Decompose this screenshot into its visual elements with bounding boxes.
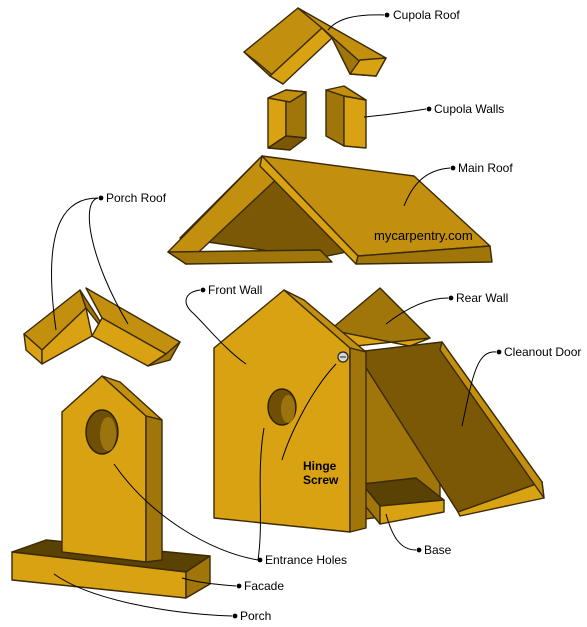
label-main-roof: Main Roof bbox=[458, 161, 513, 175]
hinge-screw-icon bbox=[337, 351, 349, 363]
label-cupola-roof: Cupola Roof bbox=[393, 8, 460, 22]
leader-lines bbox=[51, 14, 497, 617]
label-hinge-screw-line1: Hinge bbox=[303, 459, 337, 473]
front-wall bbox=[213, 289, 367, 533]
front-entrance-hole bbox=[267, 388, 297, 426]
labels: Cupola Roof Cupola Walls Main Roof Porch… bbox=[106, 8, 581, 623]
main-roof bbox=[167, 155, 493, 265]
label-front-wall: Front Wall bbox=[208, 283, 262, 297]
label-hinge-screw-line2: Screw bbox=[303, 473, 339, 487]
label-cupola-walls: Cupola Walls bbox=[434, 102, 504, 116]
watermark-text: mycarpentry.com bbox=[374, 228, 473, 243]
cupola-roof bbox=[243, 7, 387, 85]
label-facade: Facade bbox=[244, 579, 284, 593]
label-base: Base bbox=[424, 543, 452, 557]
base bbox=[361, 477, 445, 525]
leader-dots bbox=[98, 12, 502, 619]
label-porch: Porch bbox=[240, 609, 271, 622]
cleanout-door bbox=[355, 341, 545, 521]
cupola-walls bbox=[267, 85, 367, 151]
label-rear-wall: Rear Wall bbox=[456, 291, 508, 305]
label-entrance-holes: Entrance Holes bbox=[265, 553, 347, 567]
facade-entrance-hole bbox=[85, 409, 119, 455]
porch-roof bbox=[23, 287, 181, 367]
label-cleanout-door: Cleanout Door bbox=[504, 345, 581, 359]
label-porch-roof: Porch Roof bbox=[106, 191, 167, 205]
facade bbox=[61, 375, 163, 563]
